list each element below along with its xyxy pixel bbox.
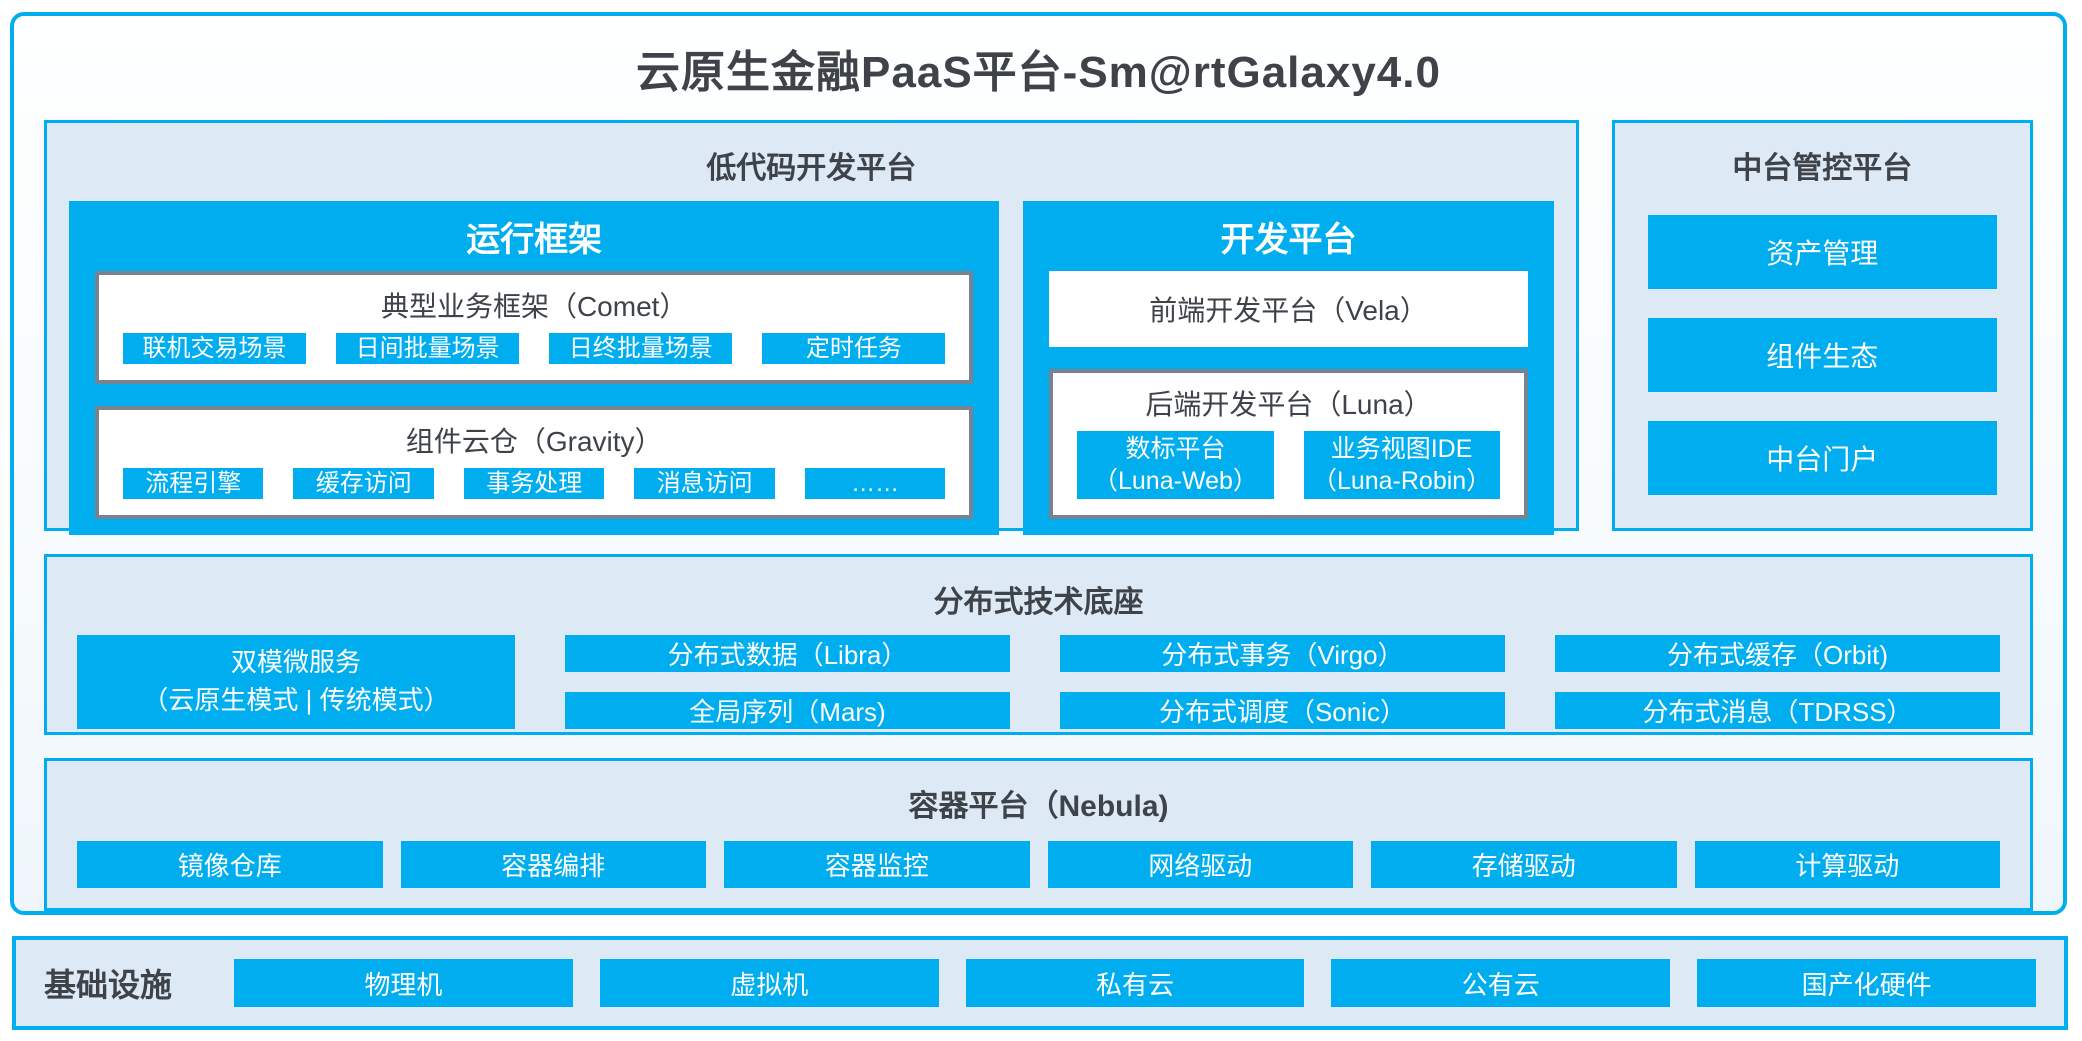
gravity-item: 事务处理 [463,468,605,500]
luna-box: 后端开发平台（Luna） 数标平台 （Luna-Web） 业务视图IDE （Lu… [1049,369,1528,520]
container-platform-item: 容器监控 [724,841,1030,888]
distributed-item: 全局序列（Mars) [565,692,1010,729]
infrastructure-item: 国产化硬件 [1697,959,2036,1007]
container-platform-item: 网络驱动 [1047,841,1353,888]
luna-item-line1: 业务视图IDE [1330,434,1473,463]
container-platform-items: 镜像仓库 容器编排 容器监控 网络驱动 存储驱动 计算驱动 [77,841,2000,888]
comet-item: 日终批量场景 [549,333,733,365]
distributed-body: 双模微服务 （云原生模式 | 传统模式） 分布式数据（Libra） 全局序列（M… [77,635,2000,729]
luna-item-line2: （Luna-Robin） [1311,467,1492,496]
container-platform-item: 计算驱动 [1694,841,2000,888]
luna-item: 业务视图IDE （Luna-Robin） [1303,431,1500,500]
middle-office-item: 资产管理 [1647,215,1997,289]
gravity-box: 组件云仓（Gravity） 流程引擎 缓存访问 事务处理 消息访问 …… [95,406,974,520]
middle-office-title: 中台管控平台 [1732,152,1913,185]
infrastructure-item: 私有云 [965,959,1305,1007]
infrastructure-item: 虚拟机 [599,959,939,1007]
container-platform-item: 镜像仓库 [77,841,383,888]
dual-mode-line1: 双模微服务 [230,647,361,678]
section-infrastructure: 基础设施 物理机 虚拟机 私有云 公有云 国产化硬件 [12,936,2068,1030]
infrastructure-item: 物理机 [234,959,573,1007]
dev-platform-panel: 开发平台 前端开发平台（Vela） 后端开发平台（Luna） 数标平台 （Lun… [1023,201,1554,536]
gravity-item: 消息访问 [634,468,775,500]
gravity-items-row: 流程引擎 缓存访问 事务处理 消息访问 …… [123,468,946,500]
runtime-framework-title: 运行框架 [466,221,603,259]
luna-title: 后端开发平台（Luna） [1145,389,1432,420]
gravity-item: …… [804,468,946,500]
section-container-platform: 容器平台（Nebula) 镜像仓库 容器编排 容器监控 网络驱动 存储驱动 计算… [44,758,2033,911]
infrastructure-item: 公有云 [1331,959,1671,1007]
gravity-title: 组件云仓（Gravity） [405,426,663,458]
comet-box: 典型业务框架（Comet） 联机交易场景 日间批量场景 日终批量场景 定时任务 [95,271,974,385]
infrastructure-title: 基础设施 [44,967,173,1003]
main-container: 云原生金融PaaS平台-Sm@rtGalaxy4.0 低代码开发平台 运行框架 … [10,12,2067,915]
container-platform-item: 存储驱动 [1371,841,1677,888]
distributed-item: 分布式缓存（Orbit) [1555,635,2000,672]
comet-item: 日间批量场景 [336,333,520,365]
luna-items-row: 数标平台 （Luna-Web） 业务视图IDE （Luna-Robin） [1077,431,1500,500]
runtime-framework-panel: 运行框架 典型业务框架（Comet） 联机交易场景 日间批量场景 日终批量场景 … [69,201,1000,536]
vela-box: 前端开发平台（Vela） [1049,271,1528,347]
middle-office-item: 中台门户 [1647,421,1997,495]
top-row: 低代码开发平台 运行框架 典型业务框架（Comet） 联机交易场景 日间批量场景… [44,120,2033,536]
infrastructure-items: 物理机 虚拟机 私有云 公有云 国产化硬件 [234,959,2036,1007]
dev-platform-title: 开发平台 [1220,221,1357,259]
distributed-item: 分布式消息（TDRSS） [1555,692,2000,729]
distributed-item: 分布式调度（Sonic） [1060,692,1505,729]
comet-title: 典型业务框架（Comet） [380,291,688,322]
distributed-column: 分布式缓存（Orbit) 分布式消息（TDRSS） [1555,635,2000,729]
luna-item-line2: （Luna-Web） [1093,467,1258,496]
page-title: 云原生金融PaaS平台-Sm@rtGalaxy4.0 [636,48,1441,97]
lowcode-title: 低代码开发平台 [706,152,917,185]
gravity-item: 缓存访问 [293,468,434,500]
luna-item-line1: 数标平台 [1125,434,1226,463]
container-platform-title: 容器平台（Nebula) [908,790,1169,823]
section-middle-office: 中台管控平台 资产管理 组件生态 中台门户 [1611,120,2033,531]
gravity-item: 流程引擎 [123,468,264,500]
title-bar: 云原生金融PaaS平台-Sm@rtGalaxy4.0 [44,16,2033,120]
middle-office-item: 组件生态 [1647,318,1997,392]
dual-mode-line2: （云原生模式 | 传统模式） [142,685,450,715]
comet-items-row: 联机交易场景 日间批量场景 日终批量场景 定时任务 [123,333,946,365]
section-distributed-base: 分布式技术底座 双模微服务 （云原生模式 | 传统模式） 分布式数据（Libra… [44,554,2033,735]
comet-item: 联机交易场景 [123,333,307,365]
section-lowcode-platform: 低代码开发平台 运行框架 典型业务框架（Comet） 联机交易场景 日间批量场景… [44,120,1579,536]
distributed-column: 分布式事务（Virgo） 分布式调度（Sonic） [1060,635,1505,729]
dual-mode-microservice-box: 双模微服务 （云原生模式 | 传统模式） [77,635,515,729]
luna-item: 数标平台 （Luna-Web） [1077,431,1274,500]
distributed-column: 分布式数据（Libra） 全局序列（Mars) [565,635,1010,729]
container-platform-item: 容器编排 [400,841,706,888]
comet-item: 定时任务 [762,333,946,365]
middle-office-items: 资产管理 组件生态 中台门户 [1647,215,1997,495]
distributed-item: 分布式事务（Virgo） [1060,635,1505,672]
lowcode-body: 运行框架 典型业务框架（Comet） 联机交易场景 日间批量场景 日终批量场景 … [69,201,1554,536]
distributed-item: 分布式数据（Libra） [565,635,1010,672]
distributed-title: 分布式技术底座 [933,586,1144,619]
